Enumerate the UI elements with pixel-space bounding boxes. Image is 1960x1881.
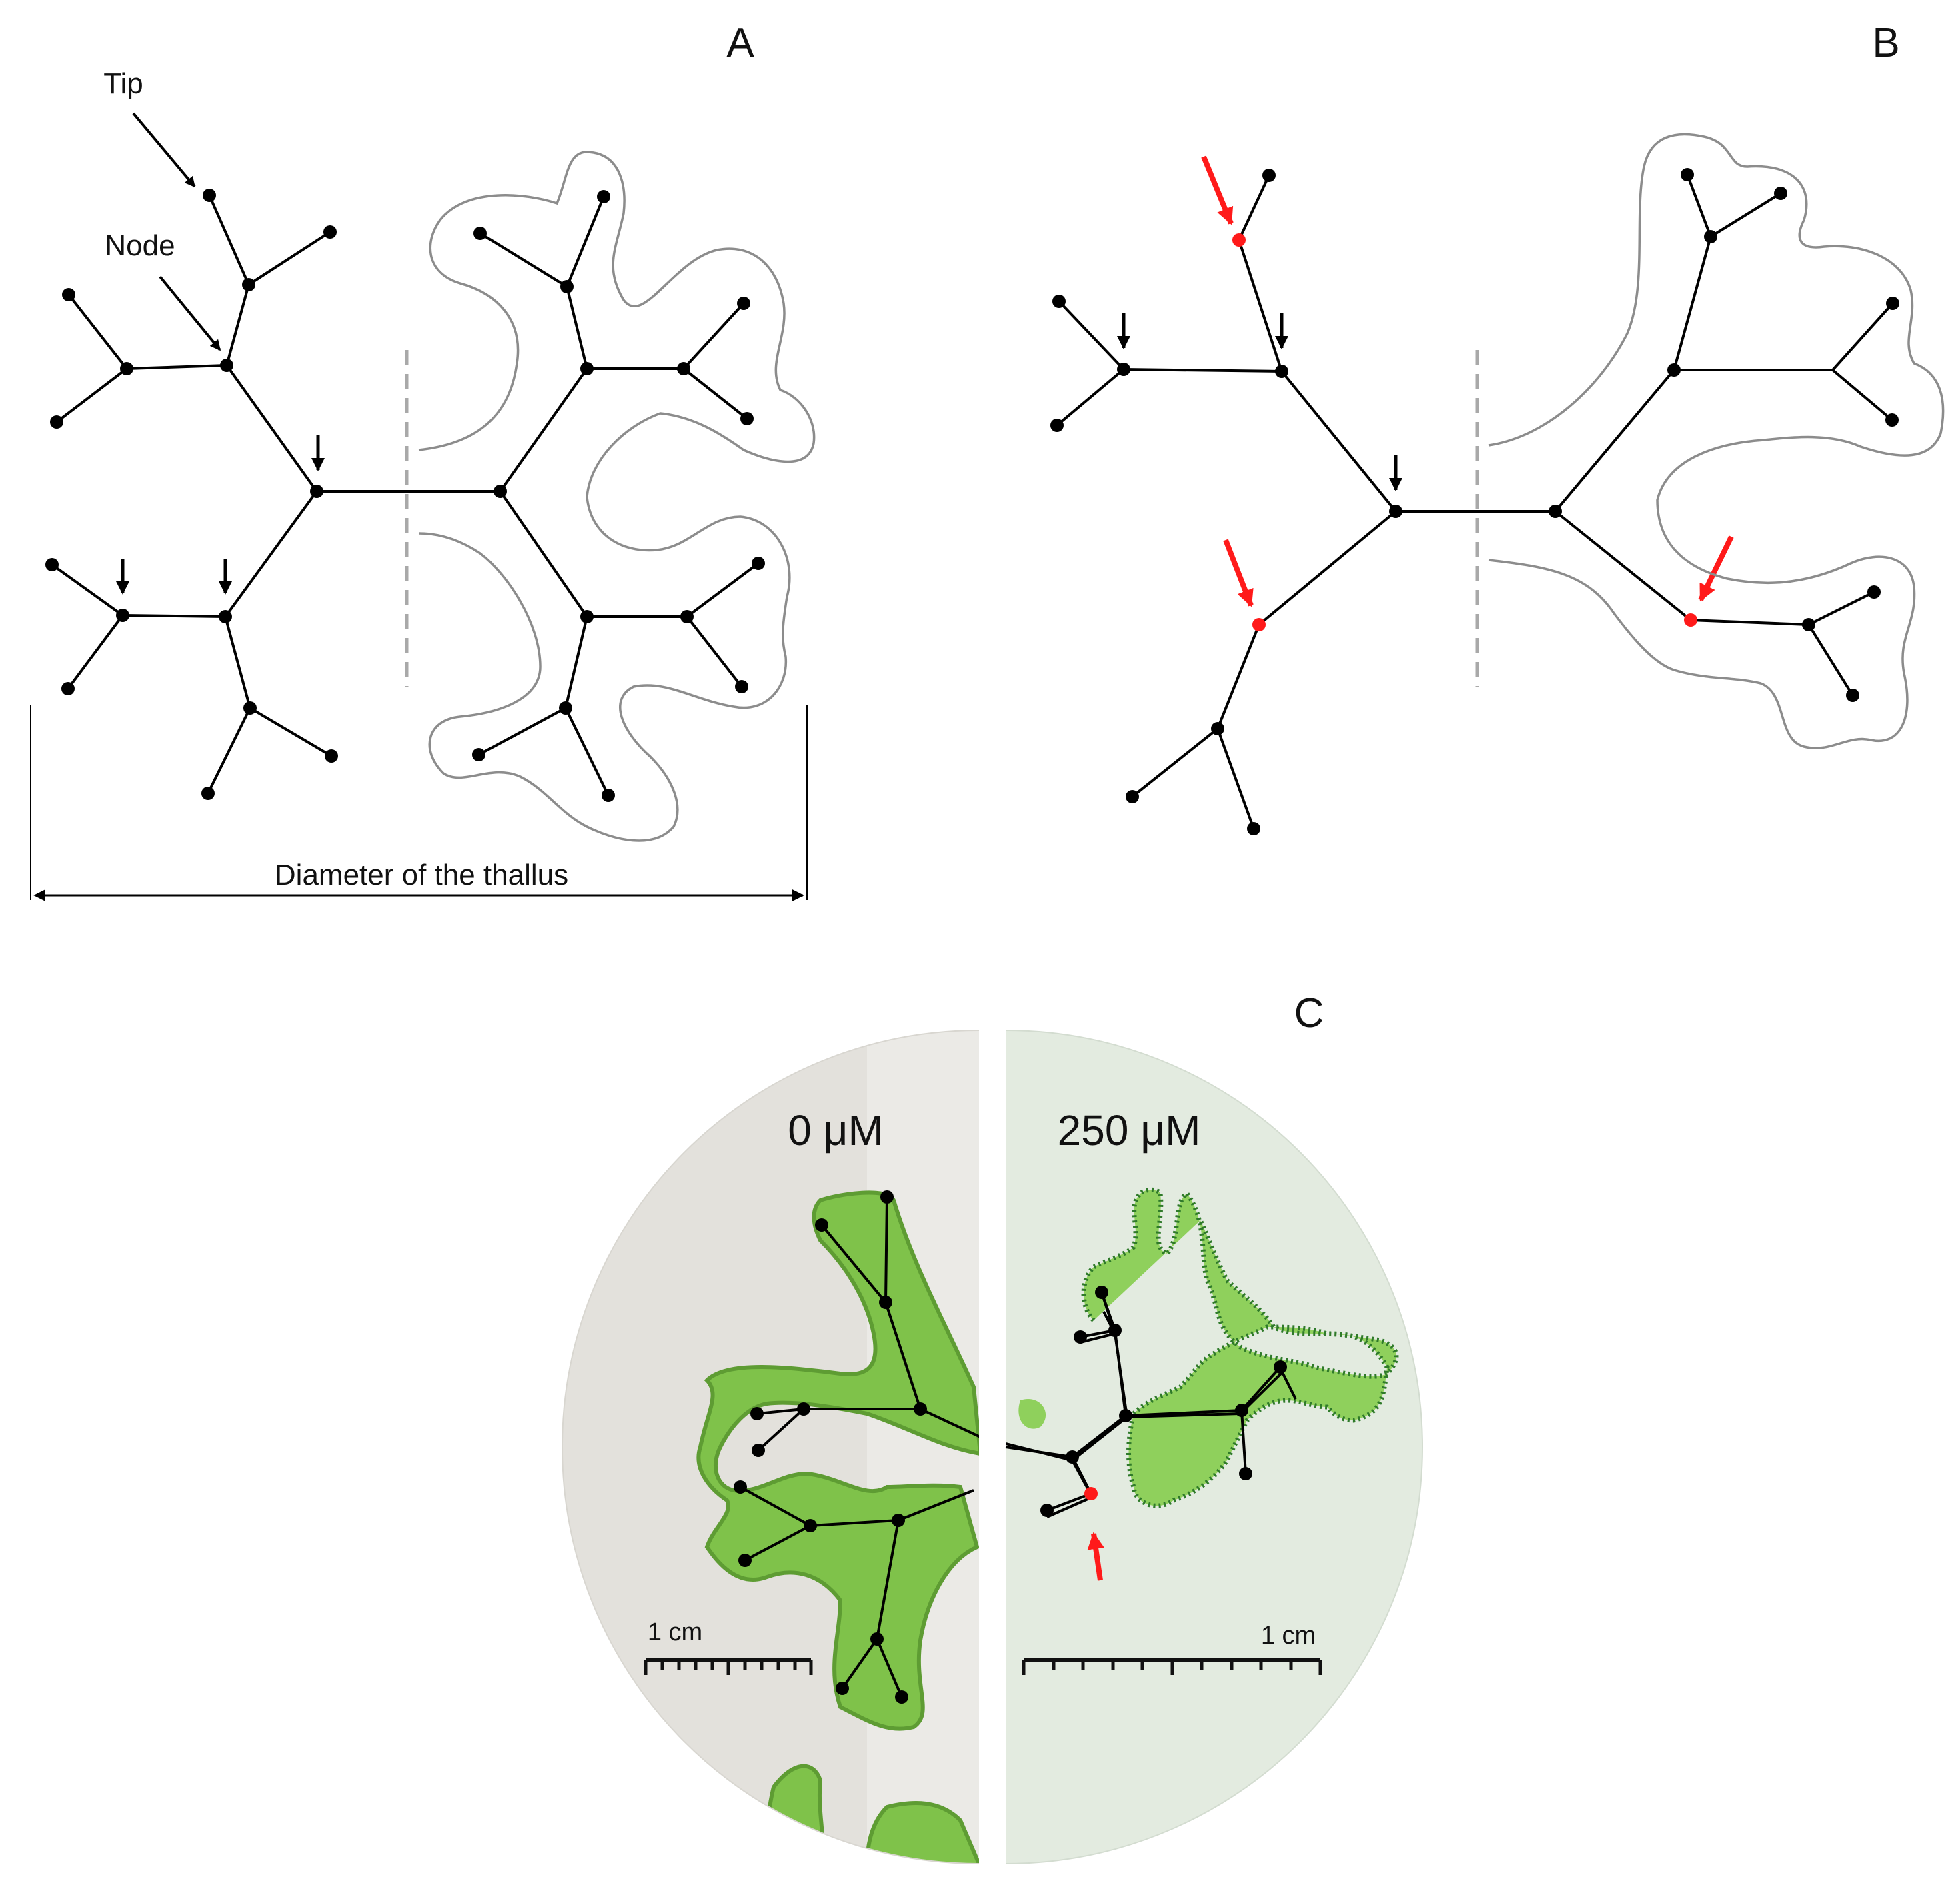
tree-a-left [45,189,407,800]
tip-pointer-arrow [132,112,196,188]
scale-label-right: 1 cm [1261,1622,1316,1650]
scale-bar-right: 1 cm [1022,1622,1322,1675]
panel-b-letter: B [1872,20,1899,66]
tree-a-right [407,151,816,842]
panel-b: B [1050,20,1945,835]
tip-label: Tip [103,67,143,100]
scale-bar-left: 1 cm [644,1618,813,1675]
diameter-dimension: Diameter of the thallus [30,705,808,901]
panel-c-letter: C [1294,990,1324,1036]
concentration-left: 0 μM [788,1106,884,1154]
concentration-right: 250 μM [1058,1106,1201,1154]
lost-branch-arrows-b [1201,155,1734,607]
node-marker-arrows-a [116,435,325,595]
thallus-left [696,1190,979,1864]
panel-a-letter: A [726,20,754,66]
panel-c: C [562,990,1423,1864]
diameter-label: Diameter of the thallus [275,859,568,891]
scale-label-left: 1 cm [648,1618,702,1646]
dish-left-edge [562,1030,980,1864]
skeleton-left [734,1190,979,1704]
dish-left [562,1030,979,1864]
panel-a: A Tip Node [30,20,816,901]
tree-b-right [1477,133,1945,749]
node-marker-arrows-b [1117,313,1402,491]
node-pointer-arrow [159,275,221,351]
dish-right-edge [1005,1030,1423,1864]
skeleton-right-detail [1005,1286,1287,1581]
tree-b-left [1050,169,1477,835]
node-label: Node [105,229,175,262]
thallus-right [1081,1187,1399,1508]
